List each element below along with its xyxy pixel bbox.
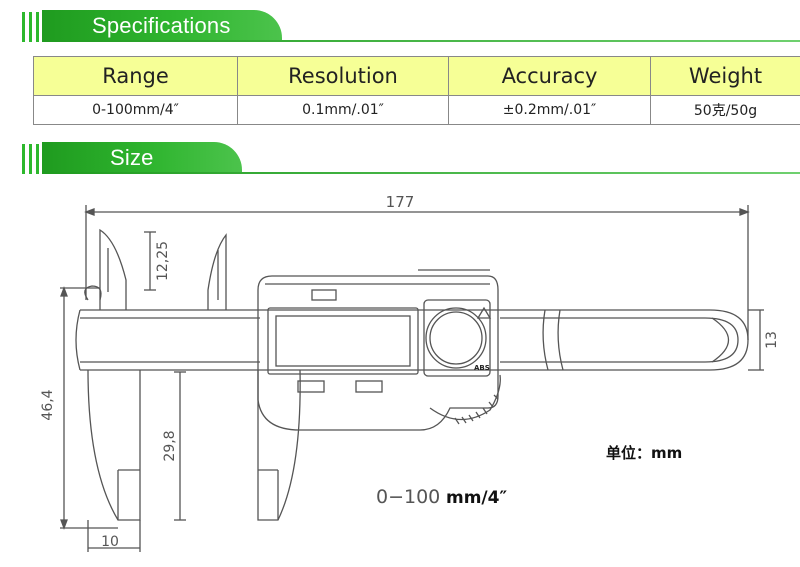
specifications-header: Specifications bbox=[0, 0, 800, 44]
column-header-weight: Weight bbox=[650, 56, 800, 96]
display-badge-abs: ABS bbox=[474, 364, 490, 372]
lcd-display bbox=[267, 307, 419, 375]
header-underline bbox=[42, 40, 800, 42]
size-header: Size bbox=[0, 132, 800, 176]
value-resolution: 0.1mm/.01″ bbox=[237, 95, 449, 125]
column-header-resolution: Resolution bbox=[237, 56, 449, 96]
upper-sliding-jaw bbox=[207, 233, 227, 310]
label-jaw-tip: 12,25 bbox=[155, 241, 171, 281]
value-range: 0-100mm/4″ bbox=[33, 95, 238, 125]
knurled-grip bbox=[429, 374, 501, 421]
table-row: 0-100mm/4″ 0.1mm/.01″ ±0.2mm/.01″ 50克/50… bbox=[33, 95, 800, 125]
header-accent-bars bbox=[22, 12, 40, 42]
beam-end-cap bbox=[711, 317, 729, 363]
label-jaw-length: 29,8 bbox=[162, 430, 178, 461]
table-header-row: Range Resolution Accuracy Weight bbox=[33, 56, 800, 96]
warning-triangle-icon bbox=[476, 306, 492, 319]
range-label: 0−100 bbox=[376, 486, 440, 508]
value-weight: 50克/50g bbox=[650, 95, 800, 125]
dimension-total-height bbox=[60, 286, 118, 530]
dimension-beam-height bbox=[748, 309, 764, 371]
header-accent-bars bbox=[22, 144, 40, 174]
slider-body bbox=[257, 275, 499, 431]
caliper-beam bbox=[80, 309, 749, 371]
column-header-accuracy: Accuracy bbox=[448, 56, 651, 96]
header-underline bbox=[42, 172, 800, 174]
thumb-wheel bbox=[425, 307, 487, 369]
range-unit: mm/4″ bbox=[446, 488, 507, 508]
button-left bbox=[297, 380, 325, 393]
header-tab bbox=[42, 10, 282, 42]
upper-fixed-jaw bbox=[99, 228, 127, 310]
dimension-overall-length bbox=[84, 205, 750, 340]
header-tab bbox=[42, 142, 242, 174]
value-accuracy: ±0.2mm/.01″ bbox=[448, 95, 651, 125]
specifications-table: Range Resolution Accuracy Weight 0-100mm… bbox=[33, 56, 800, 125]
specifications-title: Specifications bbox=[92, 13, 231, 38]
label-beam-height: 13 bbox=[764, 331, 780, 349]
fixed-jaw bbox=[87, 369, 141, 521]
dimension-jaw-width bbox=[87, 520, 141, 552]
label-jaw-width: 10 bbox=[101, 534, 119, 550]
unit-label: 单位：mm bbox=[606, 444, 682, 462]
button-right bbox=[355, 380, 383, 393]
dimension-jaw-length bbox=[174, 371, 186, 521]
sliding-jaw bbox=[257, 369, 301, 521]
size-title: Size bbox=[110, 145, 154, 170]
label-total-height: 46,4 bbox=[40, 389, 56, 420]
label-overall-length: 177 bbox=[386, 193, 415, 211]
dimension-jaw-tip bbox=[144, 231, 156, 291]
